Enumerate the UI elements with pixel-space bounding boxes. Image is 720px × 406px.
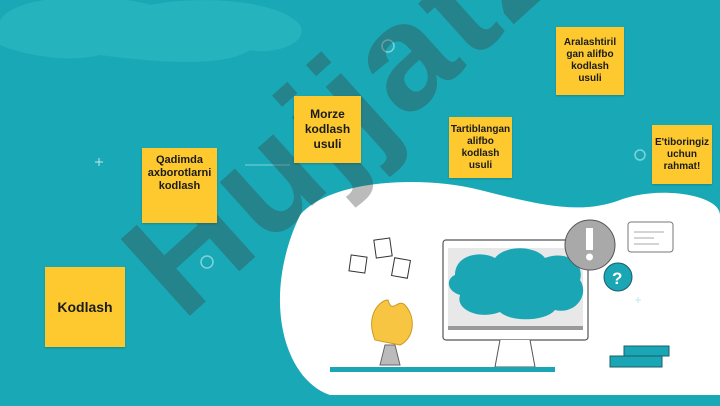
- note-aralashtirilgan-alifbo[interactable]: Aralashtiril gan alifbo kodlash usuli: [556, 27, 624, 95]
- question-bubble: [603, 262, 633, 292]
- cloud-shape: [0, 0, 302, 62]
- speech-bubble: [627, 221, 674, 253]
- svg-text:?: ?: [612, 269, 622, 288]
- monitor-illustration: [330, 239, 589, 372]
- note-tartiblangan-alifbo[interactable]: Tartiblangan alifbo kodlash usuli: [449, 117, 512, 178]
- note-qadimda-axborotlarni-kodlash[interactable]: Qadimda axborotlarni kodlash: [142, 148, 217, 223]
- note-morze-kodlash-usuli[interactable]: Morze kodlash usuli: [294, 96, 361, 163]
- note-etiboringiz-uchun-rahmat[interactable]: E'tiboringiz uchun rahmat!: [652, 125, 712, 184]
- note-kodlash[interactable]: Kodlash: [45, 267, 125, 347]
